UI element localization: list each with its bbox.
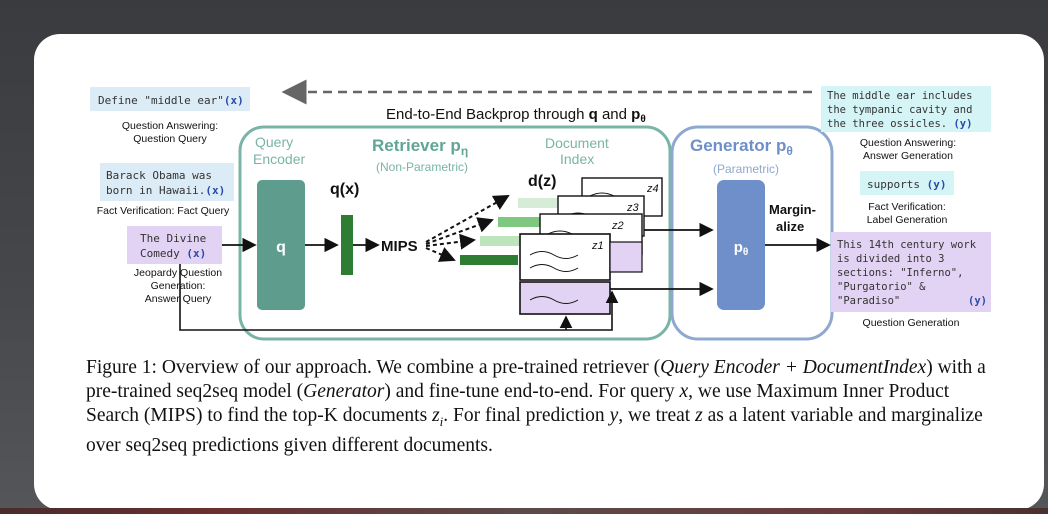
input-fact: Barack Obama was born in Hawaii.(x) Fact… — [97, 163, 234, 217]
svg-text:The middle ear includes: The middle ear includes — [827, 90, 972, 102]
dz-vector-4 — [518, 198, 568, 208]
svg-text:The Divine: The Divine — [140, 232, 206, 245]
svg-text:z2: z2 — [611, 220, 624, 232]
svg-text:Define "middle ear"(x): Define "middle ear"(x) — [98, 94, 244, 107]
svg-text:Question Generation: Question Generation — [863, 317, 960, 329]
input-jeopardy: The Divine Comedy (x) Jeopardy Question … — [127, 226, 222, 305]
svg-text:Comedy (x): Comedy (x) — [140, 247, 206, 260]
backprop-label: End-to-End Backprop through q and pθ — [386, 106, 646, 125]
qx-vector — [341, 215, 353, 275]
retriever-subtitle: (Non-Parametric) — [376, 160, 468, 174]
marginalize-label: Margin- — [769, 202, 816, 217]
svg-text:Generation:: Generation: — [151, 280, 206, 292]
output-jeopardy: This 14th century work is divided into 3… — [831, 232, 991, 329]
dz-vector-1 — [460, 255, 518, 265]
document-index-title-2: Index — [560, 151, 594, 167]
generator-title: Generator pθ — [690, 136, 793, 158]
svg-text:the tympanic cavity and: the tympanic cavity and — [827, 104, 972, 116]
input-qa: Define "middle ear"(x) Question Answerin… — [90, 87, 250, 145]
figure-caption: Figure 1: Overview of our approach. We c… — [86, 357, 986, 456]
bottom-strip — [0, 508, 1048, 514]
svg-text:Fact Verification:: Fact Verification: — [868, 201, 946, 213]
svg-text:z4: z4 — [646, 183, 659, 195]
output-fact: supports (y) Fact Verification: Label Ge… — [860, 171, 954, 226]
generator-p: pθ — [734, 239, 749, 258]
marginalize-label-2: alize — [776, 219, 804, 234]
svg-text:(y): (y) — [968, 295, 987, 307]
dz-label: d(z) — [528, 173, 556, 190]
dz-vector-2 — [480, 236, 534, 246]
mips-fan — [425, 195, 510, 262]
dz-vector-3 — [498, 217, 560, 227]
svg-text:Jeopardy Question: Jeopardy Question — [134, 267, 222, 279]
svg-text:z1: z1 — [591, 240, 604, 252]
generator-block — [717, 180, 765, 310]
svg-text:This 14th century work: This 14th century work — [837, 239, 977, 251]
svg-text:"Paradiso": "Paradiso" — [837, 295, 900, 307]
mips-label: MIPS — [381, 238, 418, 255]
query-encoder-block — [257, 180, 305, 310]
generator-subtitle: (Parametric) — [713, 162, 779, 176]
svg-text:supports (y): supports (y) — [867, 178, 946, 191]
svg-text:Question Answering:: Question Answering: — [122, 120, 218, 132]
svg-text:Answer Generation: Answer Generation — [863, 150, 953, 162]
svg-text:Label Generation: Label Generation — [867, 214, 948, 226]
svg-text:"Purgatorio" &: "Purgatorio" & — [837, 281, 926, 293]
query-skip-line — [179, 255, 619, 331]
document-index-title: Document — [545, 135, 609, 151]
qx-label: q(x) — [330, 181, 359, 198]
svg-text:Question Answering:: Question Answering: — [860, 137, 956, 149]
svg-text:z3: z3 — [626, 202, 640, 214]
svg-text:Question Query: Question Query — [133, 133, 207, 145]
svg-text:is divided into 3: is divided into 3 — [837, 253, 944, 265]
svg-text:Fact Verification: Fact Query: Fact Verification: Fact Query — [97, 205, 230, 217]
svg-text:the three ossicles. (y): the three ossicles. (y) — [827, 118, 972, 130]
doc-z1-stack: z1 — [519, 233, 643, 315]
svg-text:sections: "Inferno",: sections: "Inferno", — [837, 267, 963, 279]
svg-text:Answer Query: Answer Query — [145, 293, 212, 305]
query-encoder-title-2: Encoder — [253, 151, 305, 167]
retriever-box — [238, 125, 672, 341]
query-encoder-title: Query — [255, 134, 293, 150]
retriever-title: Retriever pη — [372, 136, 468, 158]
query-encoder-q: q — [276, 239, 286, 256]
svg-text:Barack Obama was: Barack Obama was — [106, 169, 212, 182]
output-qa: The middle ear includes the tympanic cav… — [821, 86, 991, 162]
rag-overview-diagram: End-to-End Backprop through q and pθ Que… — [90, 79, 991, 341]
svg-text:born in Hawaii.(x): born in Hawaii.(x) — [106, 184, 225, 197]
